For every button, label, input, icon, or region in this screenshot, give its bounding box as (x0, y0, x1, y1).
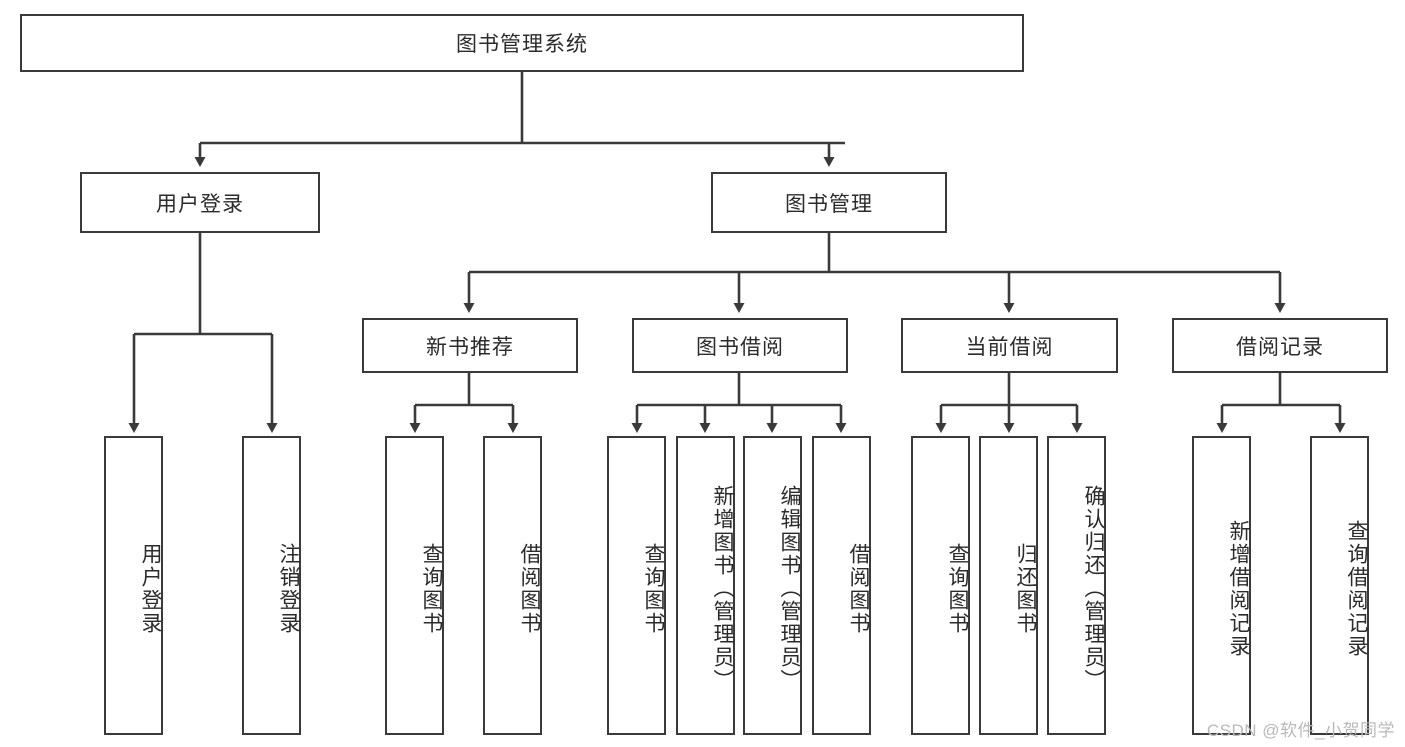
node-label: 确认归还（管理员） (1082, 485, 1105, 692)
node-label: 归还图书 (1014, 542, 1037, 635)
leaf-query-book-recommend[interactable]: 查询图书 (385, 436, 444, 735)
node-label: 新增图书（管理员） (711, 485, 734, 692)
leaf-query-borrow-record[interactable]: 查询借阅记录 (1310, 436, 1369, 735)
node-label: 新书推荐 (426, 335, 514, 359)
node-label: 借阅记录 (1236, 335, 1324, 359)
watermark-text: CSDN @软件_小贺同学 (1206, 721, 1395, 740)
leaf-user-login[interactable]: 用户登录 (104, 436, 163, 735)
leaf-logout[interactable]: 注销登录 (242, 436, 301, 735)
node-label: 用户登录 (139, 542, 162, 635)
node-user-login[interactable]: 用户登录 (80, 172, 320, 233)
node-label: 图书管理 (785, 192, 873, 216)
node-current-borrow[interactable]: 当前借阅 (901, 318, 1118, 373)
leaf-query-book-current[interactable]: 查询图书 (911, 436, 970, 735)
node-label: 图书借阅 (696, 335, 784, 359)
leaf-add-book-admin[interactable]: 新增图书（管理员） (676, 436, 735, 735)
node-root-system[interactable]: 图书管理系统 (20, 14, 1024, 72)
node-label: 查询图书 (420, 542, 443, 635)
leaf-confirm-return-admin[interactable]: 确认归还（管理员） (1047, 436, 1106, 735)
node-label: 查询图书 (946, 542, 969, 635)
node-label: 借阅图书 (847, 542, 870, 635)
node-label: 借阅图书 (518, 542, 541, 635)
leaf-return-book[interactable]: 归还图书 (979, 436, 1038, 735)
node-label: 当前借阅 (965, 335, 1054, 359)
leaf-borrow-book[interactable]: 借阅图书 (812, 436, 871, 735)
leaf-query-book-borrow[interactable]: 查询图书 (607, 436, 666, 735)
node-label: 编辑图书（管理员） (778, 485, 801, 692)
leaf-borrow-book-recommend[interactable]: 借阅图书 (483, 436, 542, 735)
node-new-book-recommend[interactable]: 新书推荐 (362, 318, 578, 373)
leaf-add-borrow-record[interactable]: 新增借阅记录 (1192, 436, 1251, 735)
node-label: 查询图书 (642, 542, 665, 635)
node-label: 用户登录 (156, 192, 244, 216)
node-book-manage[interactable]: 图书管理 (711, 172, 947, 233)
node-borrow-record[interactable]: 借阅记录 (1172, 318, 1388, 373)
node-label: 注销登录 (277, 542, 300, 635)
node-book-borrow[interactable]: 图书借阅 (632, 318, 848, 373)
leaf-edit-book-admin[interactable]: 编辑图书（管理员） (743, 436, 802, 735)
node-label: 查询借阅记录 (1345, 519, 1368, 658)
node-label: 图书管理系统 (456, 33, 588, 56)
node-label: 新增借阅记录 (1227, 519, 1250, 658)
